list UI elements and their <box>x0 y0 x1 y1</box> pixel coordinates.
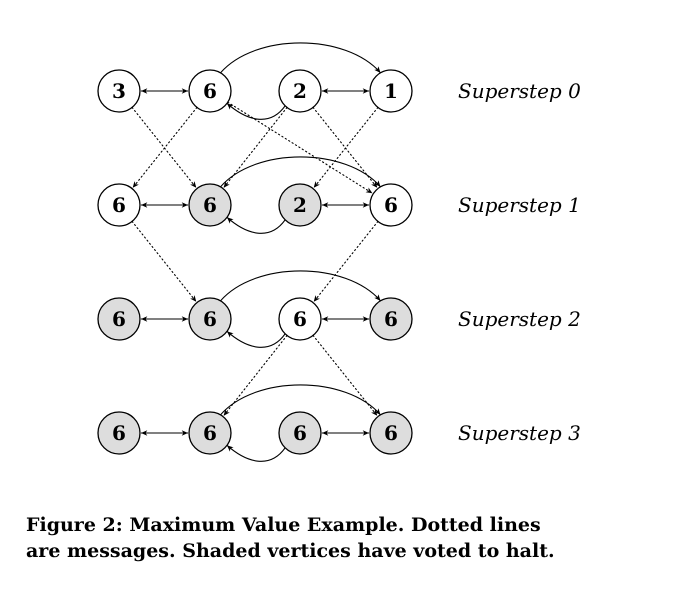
caption-line-1: Figure 2: Maximum Value Example. Dotted … <box>26 514 541 536</box>
vertex-s1-0: 6 <box>97 183 141 227</box>
superstep-label: Superstep 1 <box>458 193 581 217</box>
vertex-value: 1 <box>384 79 398 103</box>
vertex-value: 6 <box>293 307 307 331</box>
message-s0-0-to-1 <box>131 106 197 189</box>
messages-layer <box>131 101 379 417</box>
active-vertex-circle <box>278 69 322 113</box>
active-vertex-circle <box>369 69 413 113</box>
message-s0-1-to-0 <box>132 106 198 189</box>
halted-vertex-circle <box>278 183 322 227</box>
vertex-value: 6 <box>203 79 217 103</box>
edges-layer <box>141 42 381 462</box>
edge-arc-1-3 <box>220 270 381 302</box>
vertex-value: 6 <box>112 193 126 217</box>
edge-curve-2-1 <box>226 102 286 120</box>
halted-vertex-circle <box>369 411 413 455</box>
active-vertex-circle <box>278 297 322 341</box>
vertex-s0-0: 3 <box>97 69 141 113</box>
vertex-s2-2: 6 <box>278 297 322 341</box>
active-vertex-circle <box>188 69 232 113</box>
active-vertex-circle <box>369 183 413 227</box>
message-s0-1-to-3 <box>227 101 373 194</box>
halted-vertex-circle <box>188 297 232 341</box>
halted-vertex-circle <box>188 183 232 227</box>
vertex-value: 6 <box>384 421 398 445</box>
vertex-s0-1: 6 <box>188 69 232 113</box>
vertex-value: 6 <box>112 421 126 445</box>
figure-caption: Figure 2: Maximum Value Example. Dotted … <box>26 512 666 564</box>
edge-arc-1-3 <box>220 384 381 416</box>
vertex-s0-3: 1 <box>369 69 413 113</box>
message-s1-3-to-2 <box>313 220 379 303</box>
edge-arc-1-3 <box>220 42 381 74</box>
halted-vertex-circle <box>97 411 141 455</box>
vertex-value: 6 <box>293 421 307 445</box>
vertex-s1-2: 2 <box>278 183 322 227</box>
active-vertex-circle <box>97 183 141 227</box>
vertex-value: 6 <box>384 193 398 217</box>
vertex-value: 6 <box>203 307 217 331</box>
edge-curve-2-1 <box>226 330 286 348</box>
vertex-value: 6 <box>112 307 126 331</box>
vertex-value: 6 <box>203 421 217 445</box>
vertex-value: 2 <box>293 79 307 103</box>
vertex-s3-0: 6 <box>97 411 141 455</box>
vertex-s1-1: 6 <box>188 183 232 227</box>
edge-curve-2-1 <box>226 216 286 234</box>
vertices-layer: 3 6 2 1 6 6 2 6 6 6 6 6 6 6 6 6 <box>97 69 413 455</box>
vertex-value: 6 <box>384 307 398 331</box>
halted-vertex-circle <box>278 411 322 455</box>
vertex-s1-3: 6 <box>369 183 413 227</box>
vertex-s3-1: 6 <box>188 411 232 455</box>
halted-vertex-circle <box>97 297 141 341</box>
vertex-s2-0: 6 <box>97 297 141 341</box>
edge-arc-1-3 <box>220 156 381 188</box>
superstep-labels: Superstep 0 Superstep 1 Superstep 2 Superst… <box>458 79 581 445</box>
vertex-value: 2 <box>293 193 307 217</box>
message-s1-0-to-1 <box>131 220 197 303</box>
edge-curve-2-1 <box>226 444 286 462</box>
superstep-label: Superstep 0 <box>458 79 581 103</box>
message-s0-3-to-2 <box>313 106 379 189</box>
vertex-s3-2: 6 <box>278 411 322 455</box>
vertex-value: 3 <box>112 79 126 103</box>
vertex-value: 6 <box>203 193 217 217</box>
vertex-s2-1: 6 <box>188 297 232 341</box>
halted-vertex-circle <box>188 411 232 455</box>
vertex-s0-2: 2 <box>278 69 322 113</box>
superstep-label: Superstep 2 <box>458 307 581 331</box>
vertex-s3-3: 6 <box>369 411 413 455</box>
caption-line-2: are messages. Shaded vertices have voted… <box>26 540 555 562</box>
vertex-s2-3: 6 <box>369 297 413 341</box>
active-vertex-circle <box>97 69 141 113</box>
halted-vertex-circle <box>369 297 413 341</box>
superstep-label: Superstep 3 <box>458 421 581 445</box>
